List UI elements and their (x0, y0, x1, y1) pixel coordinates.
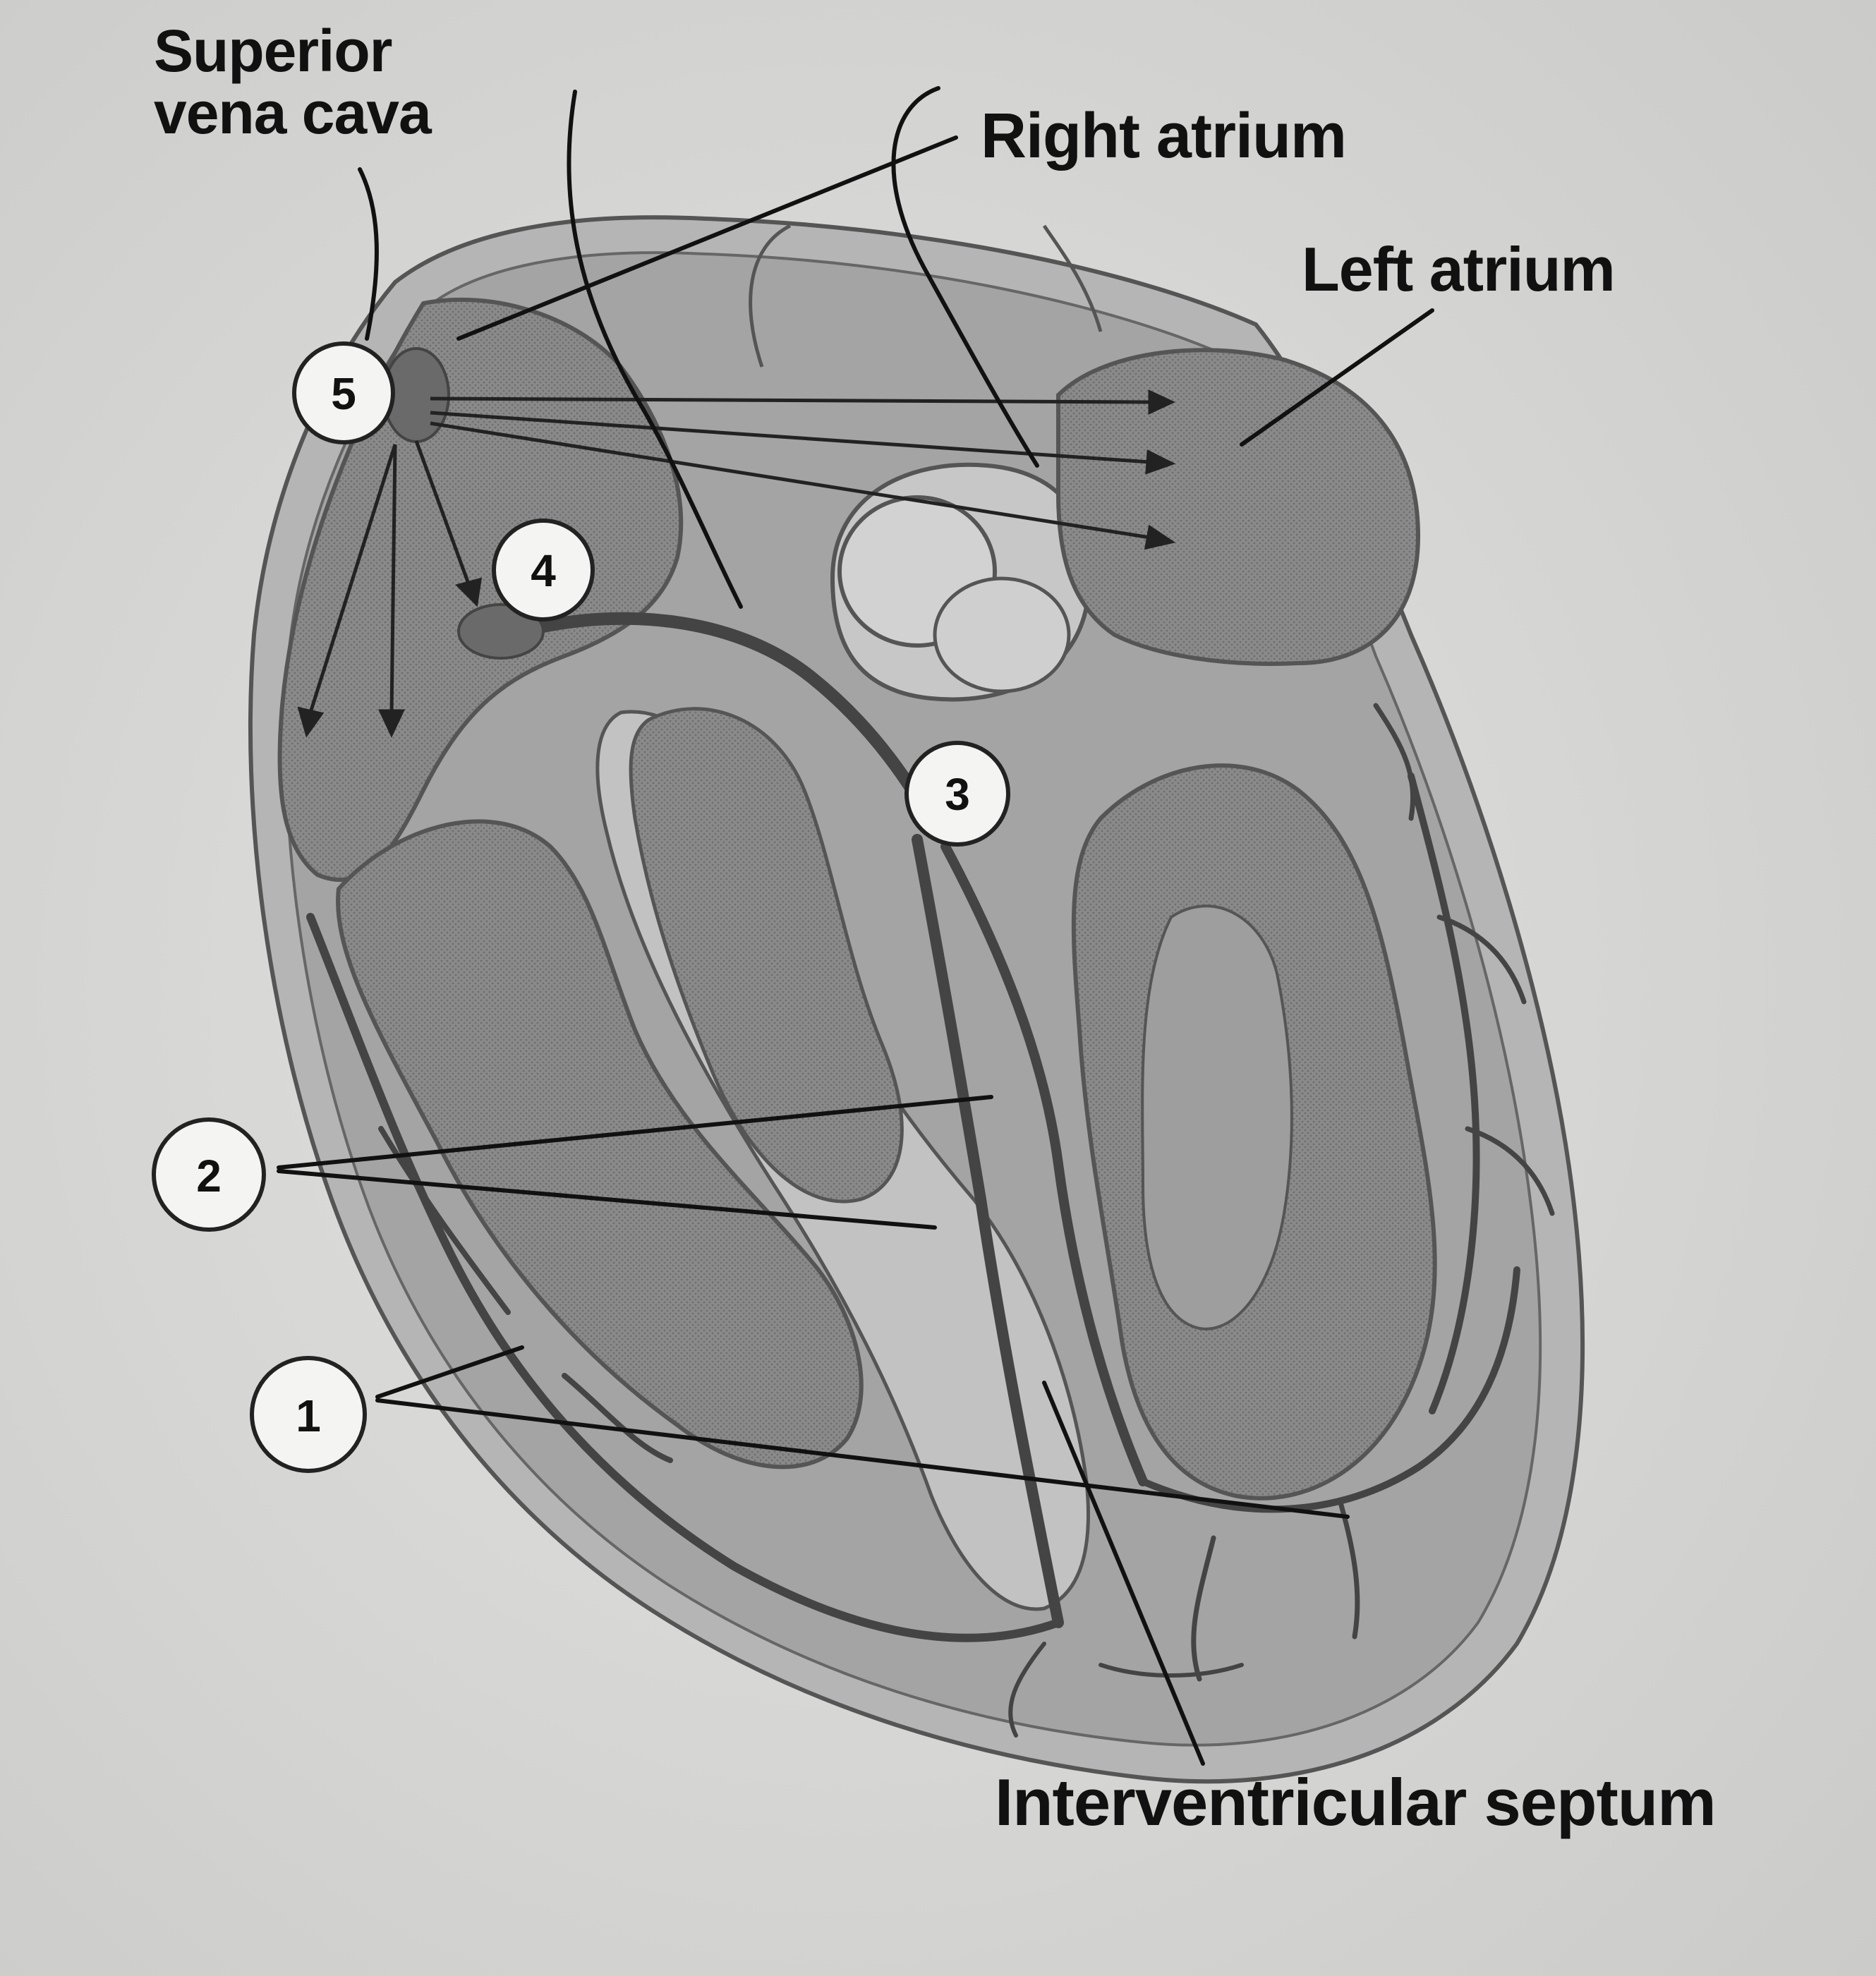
left-ventricle-inner (1141, 904, 1293, 1331)
conduction-system (306, 612, 1555, 1738)
marker-1-text: 1 (296, 1390, 321, 1441)
leader-right-atrium (456, 135, 958, 341)
leader-aorta (567, 90, 743, 609)
marker-3-text: 3 (945, 769, 970, 820)
marker-4-text: 4 (531, 545, 556, 596)
impulse-arrows (297, 389, 1176, 738)
label-right-atrium: Right atrium (981, 101, 1347, 171)
leader-marker-1 (375, 1345, 1350, 1519)
marker-2-text: 2 (196, 1151, 222, 1201)
marker-5: 5 (292, 341, 395, 444)
leader-marker-2 (277, 1095, 993, 1230)
right-atrium-chamber (277, 297, 684, 882)
leader-superior-vena-cava (358, 167, 379, 341)
label-superior-vena-cava-line1: Superior (154, 18, 392, 84)
leader-interventricular-septum (1042, 1381, 1205, 1766)
marker-2: 2 (152, 1117, 266, 1232)
label-superior-vena-cava: Superior vena cava (154, 18, 432, 146)
right-ventricle-inner (629, 707, 904, 1204)
marker-1: 1 (250, 1356, 367, 1473)
pulmonary-trunk-outline (749, 224, 1103, 368)
marker-3: 3 (904, 741, 1010, 847)
leader-lines (277, 86, 1434, 1766)
label-interventricular-septum: Interventricular septum (995, 1765, 1717, 1839)
pulmonary-valve (933, 576, 1071, 693)
marker-5-text: 5 (331, 368, 356, 419)
leader-pulmonary (891, 86, 1039, 468)
label-superior-vena-cava-line2: vena cava (154, 80, 432, 146)
label-left-atrium: Left atrium (1302, 234, 1616, 304)
right-ventricle-chamber (336, 819, 864, 1469)
left-atrium-chamber (1056, 348, 1421, 666)
leader-left-atrium (1240, 308, 1434, 447)
av-node (457, 603, 545, 660)
marker-4: 4 (492, 519, 595, 622)
